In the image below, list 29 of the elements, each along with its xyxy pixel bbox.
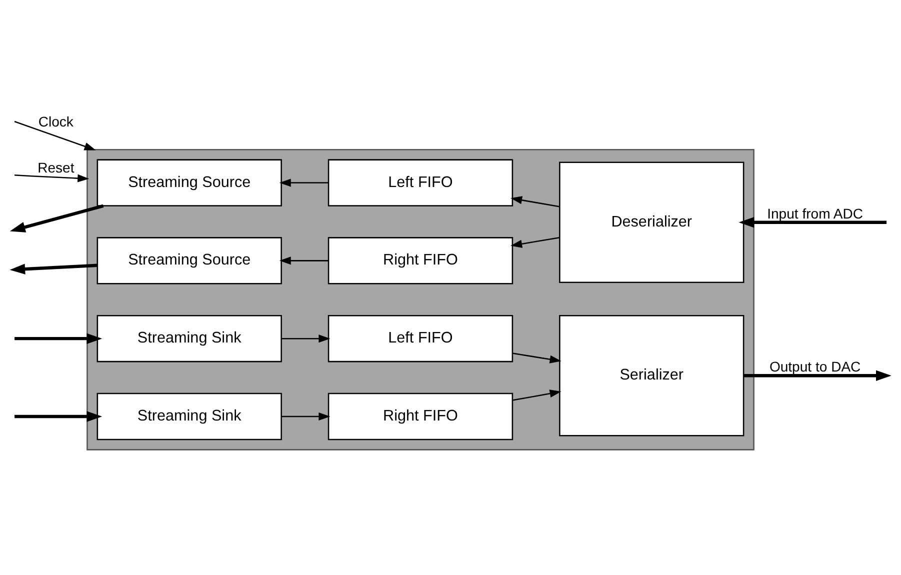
node-box: Left FIFO: [328, 314, 514, 362]
arrow: [14, 333, 102, 344]
arrow: [14, 411, 102, 422]
node-box: Left FIFO: [328, 159, 514, 206]
node-box: Streaming Source: [96, 159, 282, 206]
arrow: [10, 264, 98, 274]
arrow: [744, 370, 892, 381]
node-box: Right FIFO: [328, 392, 514, 440]
node-box: Serializer: [559, 314, 744, 436]
edge-label: Output to DAC: [769, 358, 861, 375]
arrow: [512, 390, 562, 401]
arrow: [281, 334, 330, 343]
node-box: Streaming Sink: [96, 392, 282, 440]
edge-label: Reset: [38, 159, 74, 176]
arrow: [14, 174, 90, 182]
node-box: Streaming Source: [96, 237, 282, 284]
arrow: [279, 256, 328, 265]
node-box: Deserializer: [559, 162, 744, 284]
arrow: [279, 178, 328, 187]
arrow: [738, 217, 887, 228]
arrow: [281, 412, 330, 420]
arrow: [510, 236, 560, 248]
node-box: Right FIFO: [328, 237, 514, 284]
arrow: [14, 120, 96, 150]
arrow: [512, 352, 562, 364]
edge-label: Clock: [38, 113, 74, 130]
arrow: [510, 196, 560, 208]
node-box: Streaming Sink: [96, 314, 282, 362]
edge-label: Input from ADC: [767, 205, 864, 222]
